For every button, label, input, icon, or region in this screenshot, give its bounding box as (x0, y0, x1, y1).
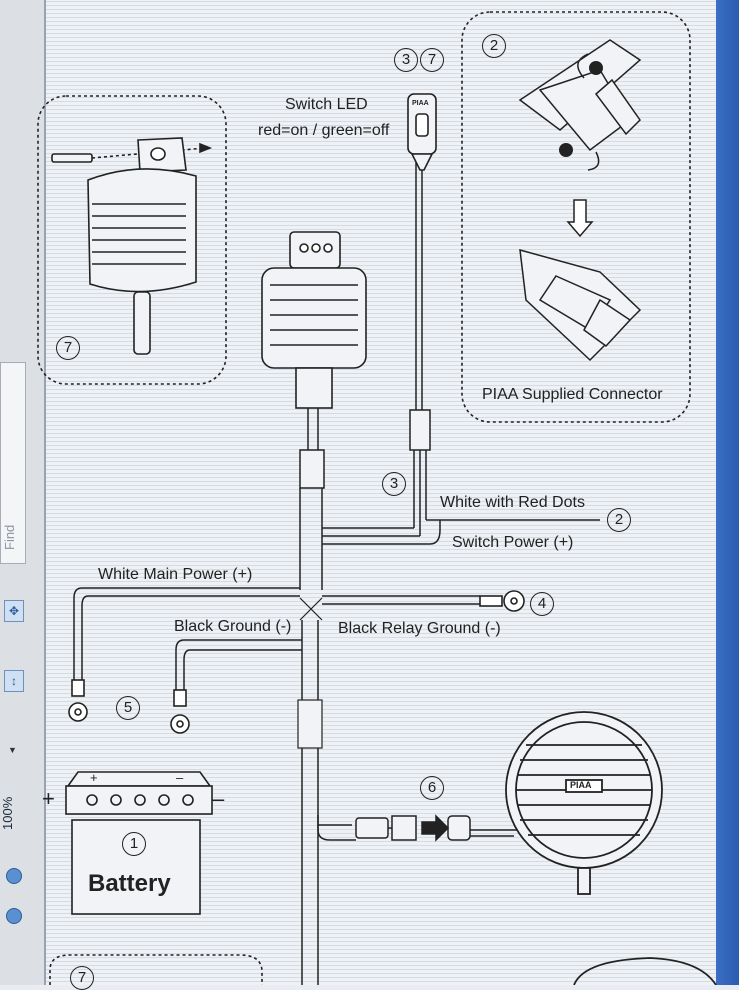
bottom-detail-box (49, 954, 263, 985)
relay-illustration (261, 231, 367, 409)
callout-2-connector: 2 (482, 34, 506, 58)
battery-plus-sign: + (42, 786, 55, 811)
led-colors-label: red=on / green=off (258, 122, 390, 139)
connector-illustration (518, 39, 642, 362)
switch-led-illustration (407, 93, 437, 171)
fit-page-icon[interactable]: ✥ (4, 600, 24, 622)
taskbar (716, 0, 739, 985)
trunk-twist (297, 597, 323, 749)
relay-mount-illustration (51, 137, 213, 355)
driving-light-illustration (505, 711, 717, 985)
ring-terminals (68, 590, 525, 734)
fit-height-icon[interactable]: ↕ (4, 670, 24, 692)
callout-7-mount: 7 (56, 336, 80, 360)
light-badge: PIAA (570, 780, 592, 790)
callout-3-harness: 3 (382, 472, 406, 496)
mount-detail-box (37, 95, 227, 385)
switch-badge: PIAA (412, 100, 429, 107)
callout-6-light-connector: 6 (420, 776, 444, 800)
callout-2-white-red-dots: 2 (607, 508, 631, 532)
white-main-power-label: White Main Power (+) (98, 566, 253, 583)
callout-7-switch: 7 (420, 48, 444, 72)
callout-1-battery: 1 (122, 832, 146, 856)
battery-label: Battery (88, 870, 171, 897)
black-ground-label: Black Ground (-) (174, 618, 292, 635)
battery-minus-sign: – (212, 786, 225, 811)
switch-led-label: Switch LED (285, 96, 368, 113)
zoom-in-icon[interactable] (6, 868, 22, 884)
terminal-plus-sign: + (90, 770, 98, 785)
chevron-down-icon[interactable]: ▼ (8, 745, 17, 755)
callout-7-bottom: 7 (70, 966, 94, 990)
light-connector (355, 814, 471, 842)
connector-steps (559, 61, 603, 157)
terminal-minus-sign: – (176, 770, 184, 785)
callout-3-switch: 3 (394, 48, 418, 72)
zoom-out-icon[interactable] (6, 908, 22, 924)
white-red-dots-label: White with Red Dots (440, 494, 585, 511)
harness-wires (73, 158, 600, 985)
switch-power-label: Switch Power (+) (452, 534, 574, 551)
connector-detail-box (461, 11, 691, 423)
find-panel[interactable] (0, 362, 26, 564)
callout-5-terminals: 5 (116, 696, 140, 720)
connector-label: PIAA Supplied Connector (482, 386, 663, 403)
callout-4-relay-ground: 4 (530, 592, 554, 616)
black-relay-ground-label: Black Relay Ground (-) (338, 620, 501, 637)
